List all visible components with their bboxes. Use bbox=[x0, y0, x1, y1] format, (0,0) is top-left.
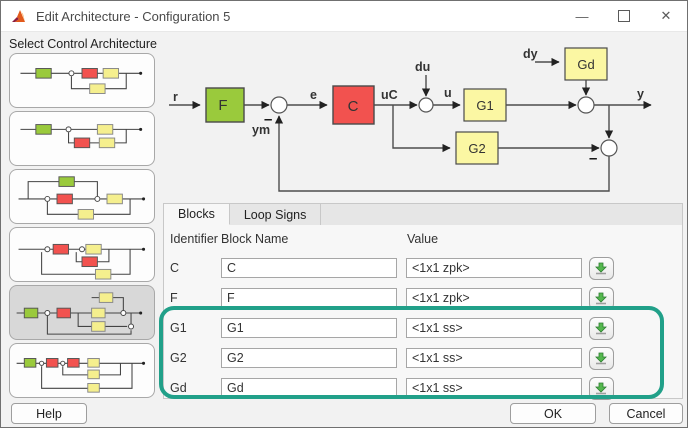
tab-blocks[interactable]: Blocks bbox=[164, 204, 230, 225]
configuration-5-thumbnail bbox=[16, 291, 143, 335]
identifier-label: C bbox=[170, 261, 180, 275]
block-Gd-label: Gd bbox=[577, 57, 594, 72]
block-name-input-G1[interactable] bbox=[221, 318, 397, 338]
block-F bbox=[205, 87, 245, 123]
signal-label-r: r bbox=[173, 90, 178, 104]
signal-label-u: u bbox=[444, 86, 452, 100]
block-G1-label: G1 bbox=[476, 98, 493, 113]
import-download-icon bbox=[595, 262, 607, 275]
block-F-label: F bbox=[218, 97, 227, 114]
signal-label-y: y bbox=[637, 87, 644, 101]
import-button-C[interactable] bbox=[589, 257, 614, 280]
identifier-label: G2 bbox=[170, 351, 187, 365]
select-control-architecture-label: Select Control Architecture bbox=[9, 37, 157, 51]
block-Gd bbox=[564, 47, 608, 81]
import-download-icon bbox=[595, 382, 607, 395]
help-button[interactable]: Help bbox=[11, 403, 87, 424]
maximize-icon bbox=[618, 10, 630, 22]
block-C-label: C bbox=[348, 98, 359, 115]
ok-button[interactable]: OK bbox=[510, 403, 596, 424]
architecture-thumbnail-6[interactable] bbox=[9, 343, 155, 398]
signal-label-du: du bbox=[415, 60, 430, 74]
value-field-F[interactable] bbox=[406, 288, 582, 308]
title-bar: Edit Architecture - Configuration 5 — ✕ bbox=[1, 1, 687, 32]
tab-strip: Blocks Loop Signs bbox=[163, 203, 683, 226]
sum-junction-dy bbox=[577, 96, 595, 114]
identifier-label: Gd bbox=[170, 381, 187, 395]
import-button-G1[interactable] bbox=[589, 317, 614, 340]
block-name-input-C[interactable] bbox=[221, 258, 397, 278]
architecture-thumbnail-3[interactable] bbox=[9, 169, 155, 224]
configuration-3-thumbnail bbox=[18, 175, 146, 220]
value-field-Gd[interactable] bbox=[406, 378, 582, 398]
minus-sign-feedback-junction: – bbox=[589, 150, 597, 167]
sum-junction-du bbox=[418, 97, 434, 113]
import-download-icon bbox=[595, 292, 607, 305]
import-button-G2[interactable] bbox=[589, 347, 614, 370]
architecture-thumbnail-1[interactable] bbox=[9, 53, 155, 108]
import-download-icon bbox=[595, 322, 607, 335]
import-button-Gd[interactable] bbox=[589, 377, 614, 400]
branch-to-G2 bbox=[392, 105, 451, 153]
architecture-thumbnail-5[interactable] bbox=[9, 285, 155, 340]
matlab-logo-icon bbox=[12, 9, 25, 22]
feedback-line bbox=[274, 115, 610, 192]
block-G2-label: G2 bbox=[468, 141, 485, 156]
block-G2 bbox=[455, 131, 499, 165]
sum-junction-feedback bbox=[600, 139, 618, 157]
block-C bbox=[332, 85, 375, 125]
configuration-6-thumbnail bbox=[16, 357, 146, 393]
minus-sign-ym-junction: – bbox=[264, 111, 272, 128]
architecture-block-diagram: F C G1 G2 Gd r e uC du u dy y ym – – bbox=[169, 47, 652, 192]
column-header-value: Value bbox=[407, 232, 439, 246]
minimize-button[interactable]: — bbox=[575, 8, 589, 24]
close-button[interactable]: ✕ bbox=[660, 8, 672, 23]
architecture-thumbnail-4[interactable] bbox=[9, 227, 155, 282]
signal-label-ym: ym bbox=[252, 123, 270, 137]
block-name-input-Gd[interactable] bbox=[221, 378, 397, 398]
value-field-C[interactable] bbox=[406, 258, 582, 278]
column-header-identifier: Identifier bbox=[170, 232, 218, 246]
cancel-button[interactable]: Cancel bbox=[609, 403, 683, 424]
block-name-input-G2[interactable] bbox=[221, 348, 397, 368]
maximize-button[interactable] bbox=[603, 1, 645, 31]
block-name-input-F[interactable] bbox=[221, 288, 397, 308]
architecture-thumbnail-2[interactable] bbox=[9, 111, 155, 166]
configuration-4-thumbnail bbox=[18, 243, 146, 280]
configuration-2-thumbnail bbox=[20, 123, 143, 148]
import-download-icon bbox=[595, 352, 607, 365]
blocks-panel: Identifier Block Name Value C F bbox=[163, 225, 683, 400]
identifier-label: G1 bbox=[170, 321, 187, 335]
signal-label-uC: uC bbox=[381, 88, 398, 102]
signal-label-e: e bbox=[310, 88, 317, 102]
value-field-G2[interactable] bbox=[406, 348, 582, 368]
import-button-F[interactable] bbox=[589, 287, 614, 310]
configuration-1-thumbnail bbox=[20, 67, 143, 94]
value-field-G1[interactable] bbox=[406, 318, 582, 338]
sum-junction-ym bbox=[270, 96, 288, 114]
block-G1 bbox=[463, 88, 507, 122]
column-header-block-name: Block Name bbox=[221, 232, 289, 246]
identifier-label: F bbox=[170, 291, 178, 305]
tab-loop-signs[interactable]: Loop Signs bbox=[229, 204, 322, 225]
signal-label-dy: dy bbox=[523, 47, 538, 61]
window-title: Edit Architecture - Configuration 5 bbox=[36, 8, 231, 24]
